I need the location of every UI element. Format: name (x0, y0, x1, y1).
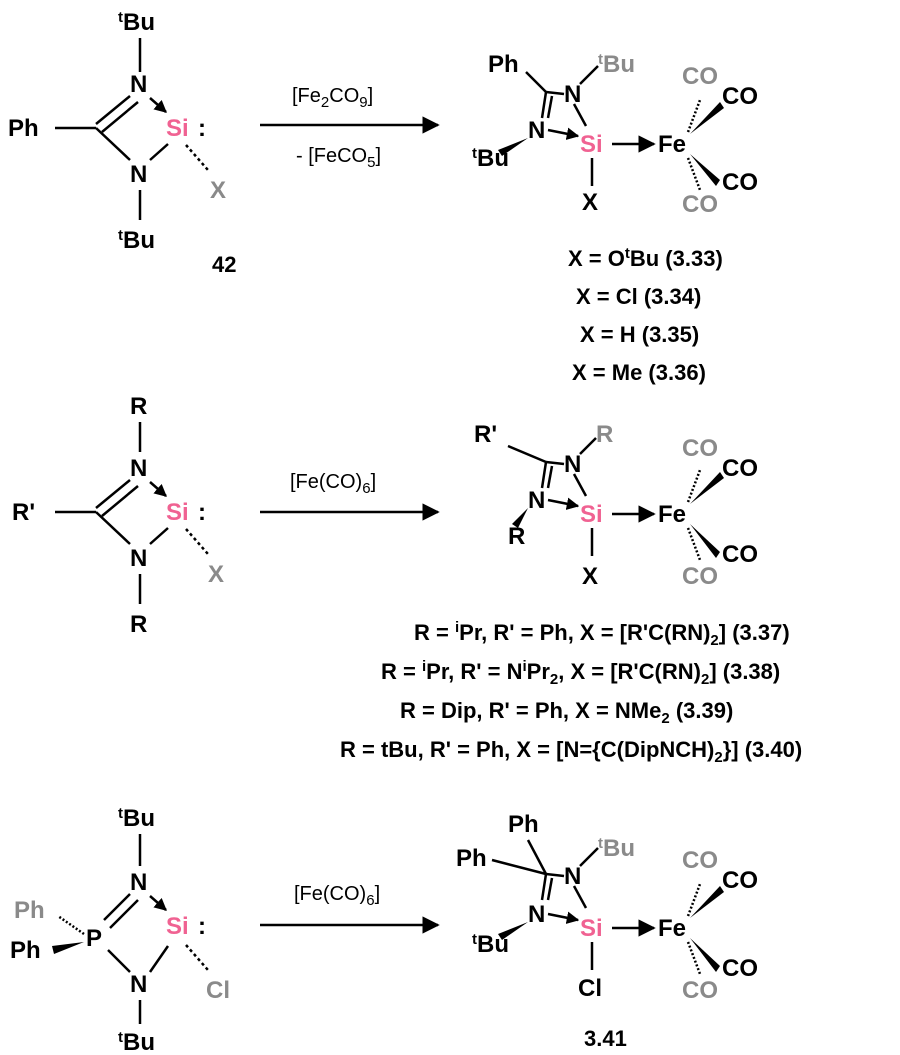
svg-text:R: R (130, 393, 147, 420)
svg-text:Si: Si (166, 499, 189, 526)
svg-text:Ph: Ph (488, 51, 519, 78)
svg-text:tBu: tBu (118, 227, 155, 254)
svg-text:X: X (582, 189, 598, 216)
svg-text:N: N (564, 863, 581, 890)
compound-label-3-41: 3.41 (584, 1026, 627, 1051)
svg-text:tBu: tBu (598, 835, 635, 862)
svg-text:X = Me (3.36): X = Me (3.36) (572, 360, 706, 385)
svg-text:CO: CO (722, 955, 758, 982)
svg-text:[Fe(CO)6]: [Fe(CO)6] (294, 883, 380, 909)
svg-text::: : (198, 499, 206, 526)
svg-text:Si: Si (580, 915, 603, 942)
svg-text:N: N (130, 971, 147, 998)
svg-text:CO: CO (722, 867, 758, 894)
svg-text:R = iPr, R' = NiPr2, X = [R'C(: R = iPr, R' = NiPr2, X = [R'C(RN)2] (3.3… (381, 658, 780, 688)
svg-text:CO: CO (722, 541, 758, 568)
reactant-42: tBu N Si : N tBu Ph X 42 (8, 9, 236, 277)
svg-text:CO: CO (682, 435, 718, 462)
svg-text:Ph: Ph (10, 937, 41, 964)
svg-text:R = Dip, R' = Ph, X = NMe2 (3.: R = Dip, R' = Ph, X = NMe2 (3.39) (400, 698, 733, 727)
svg-text:X: X (210, 177, 226, 204)
svg-text:CO: CO (722, 83, 758, 110)
product-3-41: Ph Ph N tBu N Si tBu Cl Fe CO CO CO CO 3… (456, 811, 758, 1051)
n-atom: N (130, 161, 147, 188)
svg-text:R = tBu, R' = Ph, X = [N={C(Di: R = tBu, R' = Ph, X = [N={C(DipNCH)2}] (… (340, 737, 802, 766)
svg-text:N: N (564, 451, 581, 478)
svg-text:R: R (596, 421, 613, 448)
svg-text:CO: CO (682, 191, 718, 218)
svg-text::: : (198, 913, 206, 940)
svg-text:Si: Si (166, 913, 189, 940)
svg-text:R = iPr, R' = Ph, X = [R'C(RN): R = iPr, R' = Ph, X = [R'C(RN)2] (3.37) (414, 619, 790, 649)
reaction-arrow-1: [Fe2CO9] - [FeCO5] (260, 85, 440, 171)
svg-text:Fe: Fe (658, 131, 686, 158)
svg-text:CO: CO (682, 563, 718, 590)
svg-text:tBu: tBu (598, 51, 635, 78)
svg-text:N: N (130, 455, 147, 482)
svg-text:Si: Si (580, 131, 603, 158)
svg-text:Si: Si (580, 501, 603, 528)
svg-text:Cl: Cl (206, 977, 230, 1004)
svg-text:- [FeCO5]: - [FeCO5] (296, 145, 381, 171)
svg-text:CO: CO (682, 847, 718, 874)
svg-text:CO: CO (682, 977, 718, 1004)
svg-text:tBu: tBu (118, 1029, 155, 1055)
svg-text:R': R' (12, 499, 35, 526)
row1-product-list: X = OtBu (3.33) X = Cl (3.34) X = H (3.3… (568, 245, 723, 385)
p-atom: P (86, 925, 102, 952)
svg-text::: : (198, 115, 206, 142)
svg-text:Fe: Fe (658, 915, 686, 942)
svg-text:Fe: Fe (658, 501, 686, 528)
svg-text:Ph: Ph (456, 845, 487, 872)
svg-text:CO: CO (682, 63, 718, 90)
svg-text:N: N (528, 117, 545, 144)
svg-text:N: N (528, 487, 545, 514)
svg-text:tBu: tBu (118, 9, 155, 36)
svg-text:CO: CO (722, 455, 758, 482)
svg-text:X: X (208, 561, 224, 588)
svg-text:X = H (3.35): X = H (3.35) (580, 322, 699, 347)
svg-text:Ph: Ph (14, 897, 45, 924)
compound-label-42: 42 (212, 252, 236, 277)
reactant-iminophosphonamide: tBu N Si : P N tBu Ph Ph Cl (10, 805, 230, 1055)
svg-text:N: N (528, 901, 545, 928)
row2-product-list: R = iPr, R' = Ph, X = [R'C(RN)2] (3.37) … (340, 619, 802, 766)
svg-text:R: R (130, 611, 147, 638)
svg-text:N: N (564, 81, 581, 108)
product-3-37-3-40: R' N R N Si R X Fe CO CO CO CO (474, 421, 758, 590)
si-atom: Si (166, 115, 189, 142)
svg-text:R: R (508, 523, 525, 550)
n-atom: N (130, 71, 147, 98)
reaction-arrow-3: [Fe(CO)6] (260, 883, 440, 934)
svg-text:[Fe(CO)6]: [Fe(CO)6] (290, 471, 376, 497)
svg-text:X = Cl (3.34): X = Cl (3.34) (576, 284, 701, 309)
svg-text:tBu: tBu (472, 145, 509, 172)
svg-text:Ph: Ph (508, 811, 539, 838)
svg-text:R': R' (474, 421, 497, 448)
reactant-amidinate-r: R N Si : N R R' X (12, 393, 224, 638)
svg-text:X: X (582, 563, 598, 590)
svg-text:tBu: tBu (118, 805, 155, 832)
svg-text:CO: CO (722, 169, 758, 196)
svg-text:Ph: Ph (8, 115, 39, 142)
svg-text:Cl: Cl (578, 975, 602, 1002)
svg-text:X = OtBu (3.33): X = OtBu (3.33) (568, 245, 723, 271)
svg-text:tBu: tBu (472, 931, 509, 958)
product-3-33-3-36: Ph N tBu N Si tBu X Fe CO CO CO CO (472, 51, 758, 218)
svg-text:N: N (130, 545, 147, 572)
svg-text:[Fe2CO9]: [Fe2CO9] (292, 85, 373, 111)
svg-text:N: N (130, 869, 147, 896)
reaction-arrow-2: [Fe(CO)6] (260, 471, 440, 521)
